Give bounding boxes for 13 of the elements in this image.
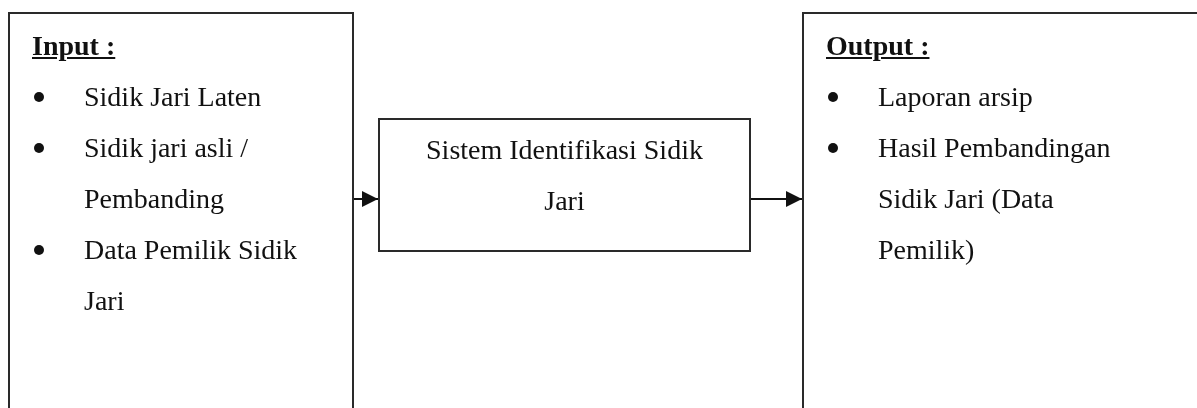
- process-box: [378, 118, 751, 252]
- list-item-text: Hasil Pembandingan Sidik Jari (Data Pemilik): [878, 131, 1112, 267]
- section-heading: Output :: [826, 29, 930, 63]
- output-box: [802, 12, 1197, 408]
- list-item-text: Sidik jari asli / Pembanding: [84, 131, 250, 216]
- list-item-text: Sidik Jari Laten: [84, 80, 263, 114]
- section-heading: Input :: [32, 29, 116, 63]
- arrow: [353, 191, 379, 207]
- list-item-text: Data Pemilik Sidik Jari: [84, 233, 299, 318]
- process-label: Sistem Identifikasi Sidik Jari: [425, 133, 704, 218]
- input-box: [8, 12, 354, 408]
- list-item-text: Laporan arsip: [878, 80, 1034, 114]
- arrow: [750, 191, 803, 207]
